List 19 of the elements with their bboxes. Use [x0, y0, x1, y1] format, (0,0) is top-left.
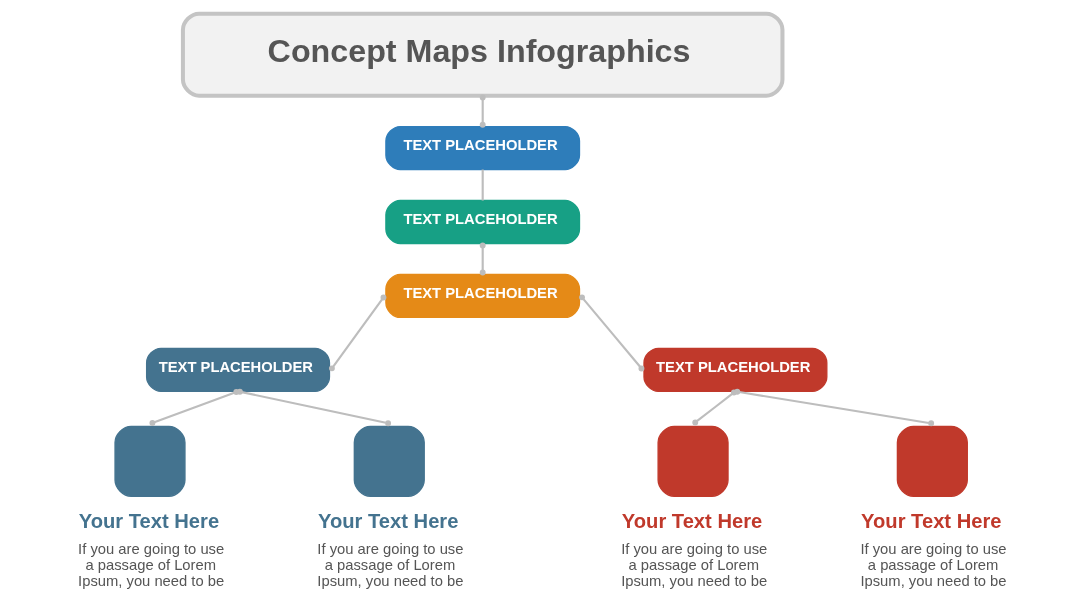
node-label: Your Text Here [317, 510, 458, 533]
connector [328, 294, 386, 372]
node-box: Concept Maps Infographics [180, 11, 784, 98]
node-box: TEXT PLACEHOLDER [384, 273, 580, 319]
node-label: Your Text Here [860, 510, 1001, 533]
node-label: Your Text Here [78, 510, 219, 533]
node-label: If you are going to use a passage of Lorem Ipsum, you need to be [316, 540, 463, 590]
connector [733, 388, 934, 427]
node-label: If you are going to use a passage of Lorem Ipsum, you need to be [77, 540, 224, 590]
node-box: TEXT PLACEHOLDER [384, 125, 580, 171]
node-label: Your Text Here [621, 510, 762, 533]
node-label: If you are going to use a passage of Lorem Ipsum, you need to be [620, 540, 767, 590]
node-box: TEXT PLACEHOLDER [384, 199, 580, 245]
node-label: If you are going to use a passage of Lorem Ipsum, you need to be [859, 540, 1007, 590]
connector [479, 94, 486, 128]
connector [236, 388, 391, 427]
connector [481, 169, 484, 201]
connector [479, 242, 486, 276]
connector [578, 294, 644, 372]
